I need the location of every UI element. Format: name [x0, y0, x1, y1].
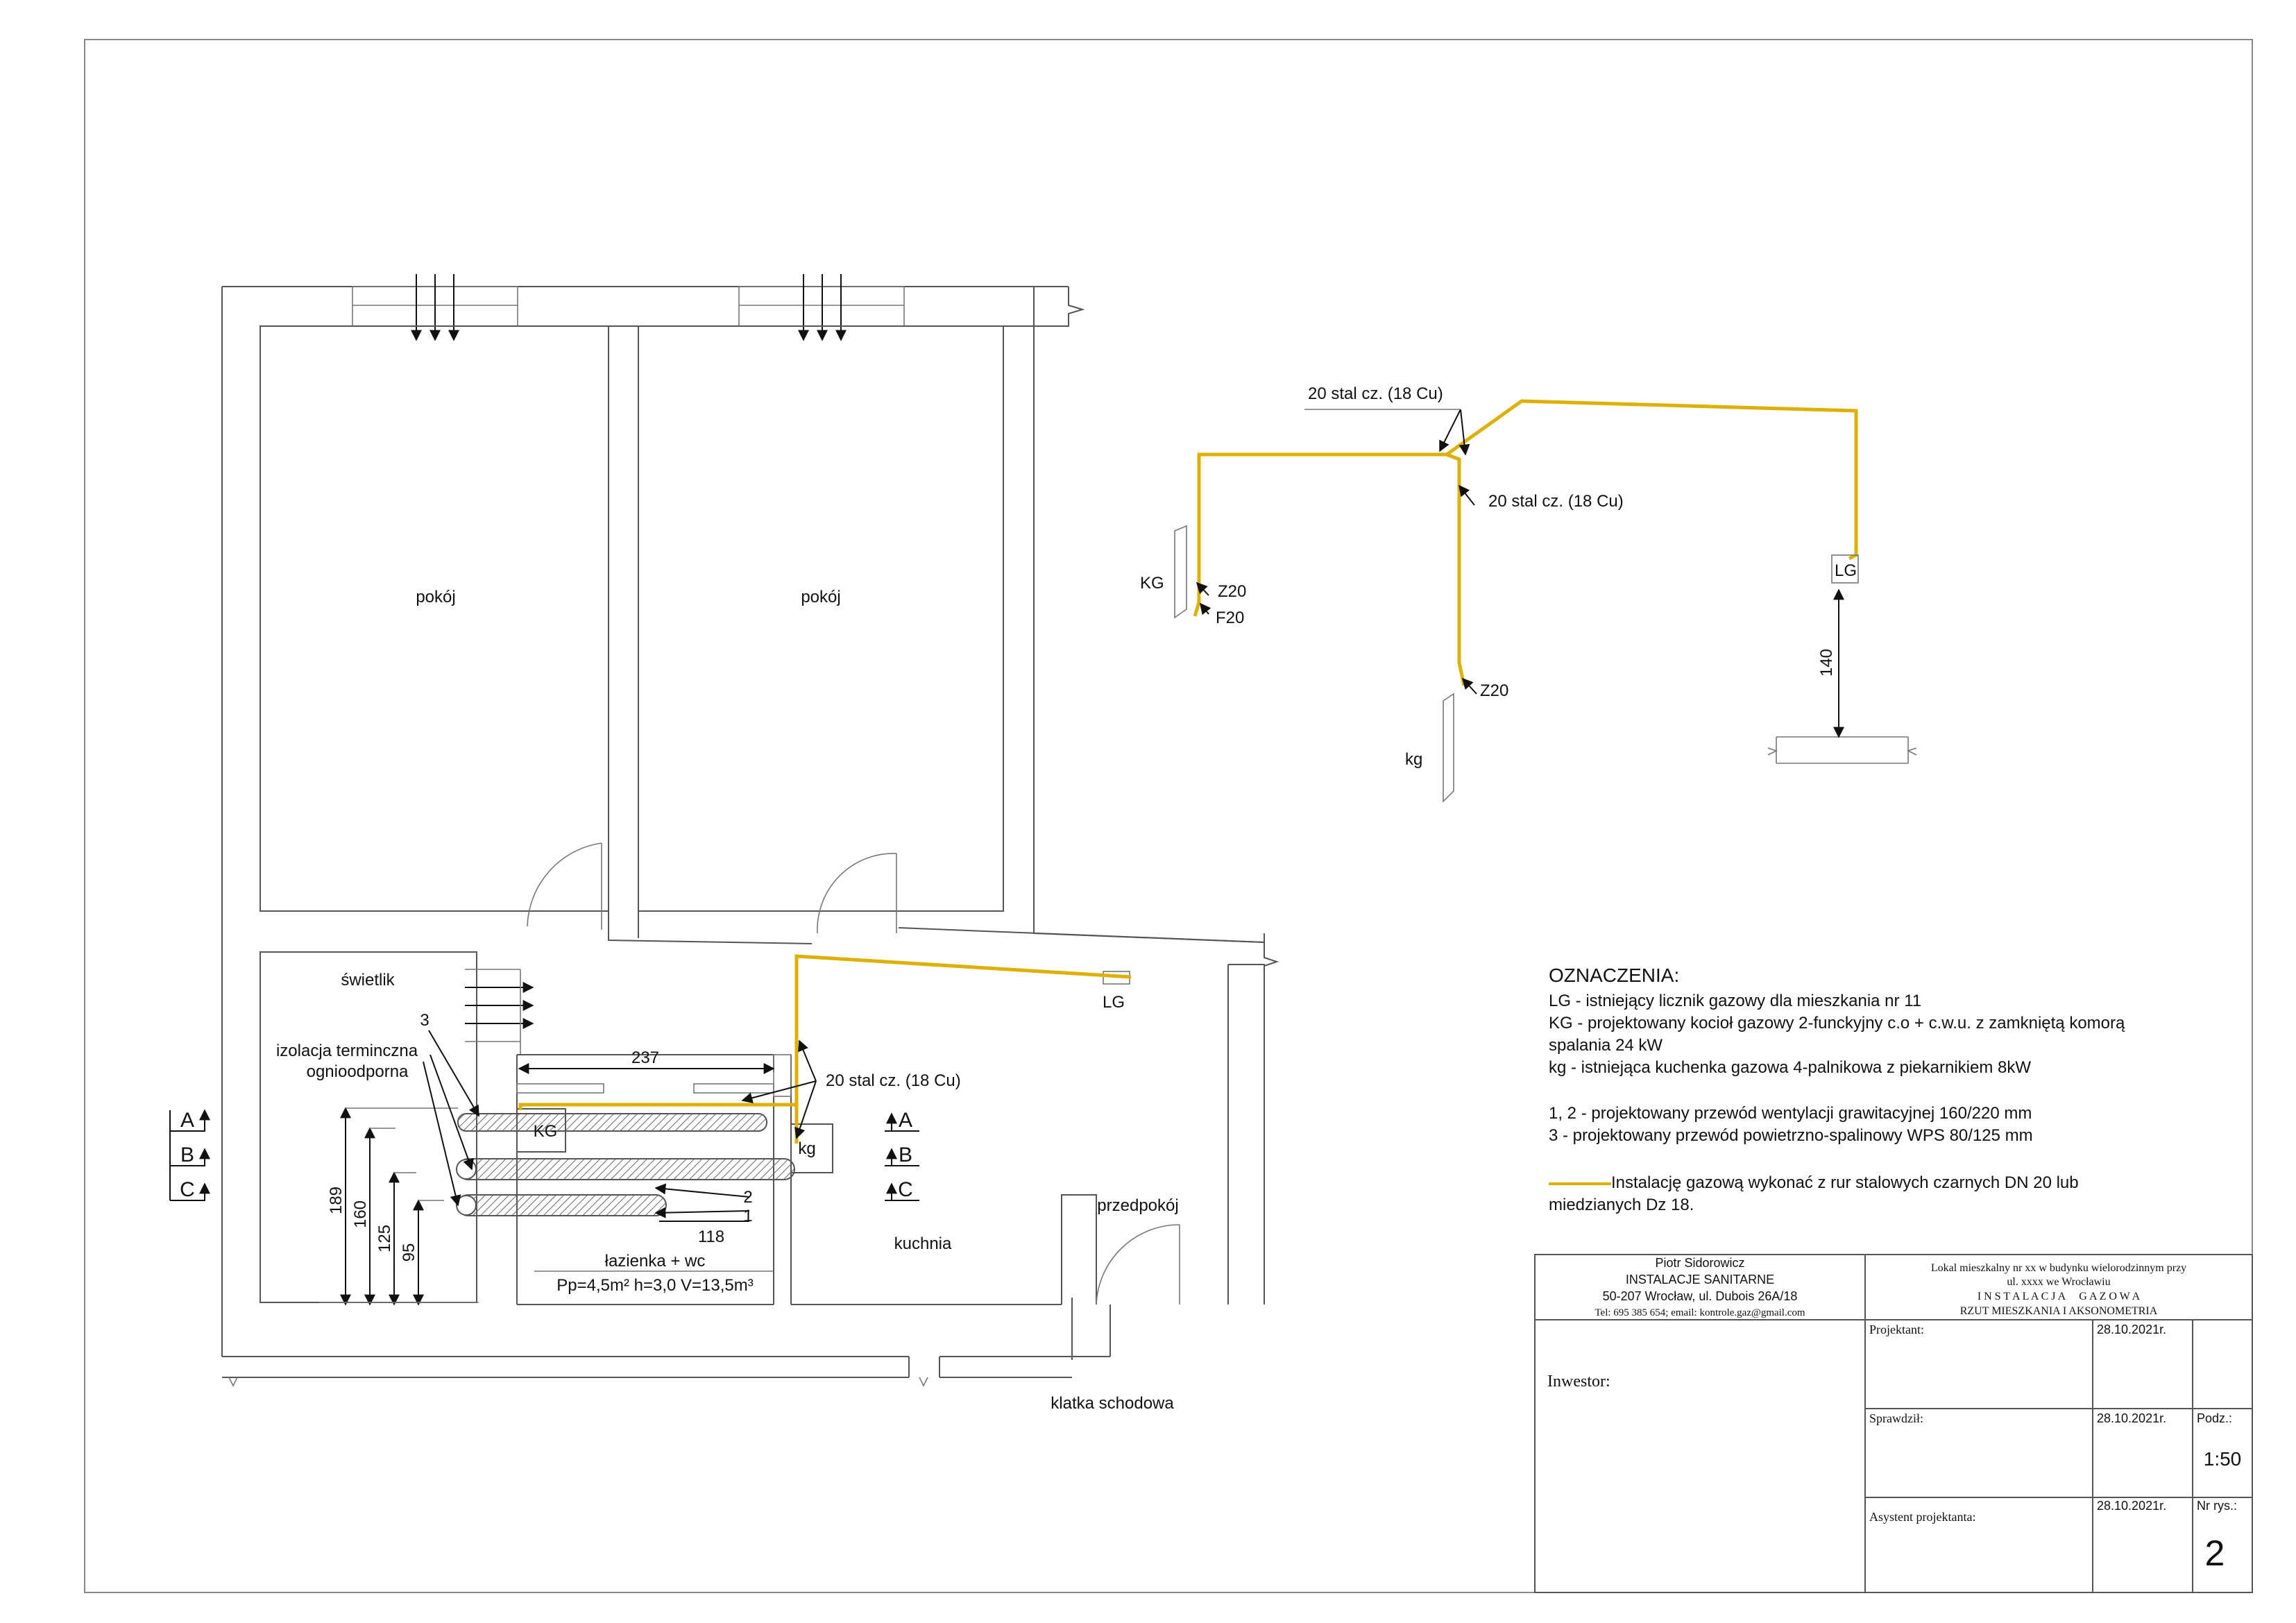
door-right	[817, 853, 897, 934]
room-label-lazienka: łazienka + wc	[605, 1252, 706, 1271]
legend: OZNACZENIA: LG - istniejący licznik gazo…	[1549, 965, 2125, 1214]
legend-line-5: 1, 2 - projektowany przewód wentylacji g…	[1549, 1104, 2032, 1123]
room-label-pokoj-left: pokój	[416, 588, 455, 606]
tb-date-designer: 28.10.2021r.	[2097, 1323, 2166, 1336]
floor-symbol	[1767, 736, 1917, 764]
outer-wall	[221, 286, 1111, 1378]
meter-lg-axo	[1831, 554, 1859, 584]
tb-company-contact: Tel: 695 385 654; email: kontrole.gaz@gm…	[1595, 1307, 1805, 1318]
drawing-frame	[84, 39, 2253, 1593]
room-label-przedpokoj: przedpokój	[1097, 1196, 1178, 1215]
room-label-pokoj-right: pokój	[801, 588, 840, 606]
tb-checked-label: Sprawdził:	[1869, 1411, 1923, 1425]
room-pokoj-left	[260, 325, 609, 912]
tb-drawing-type: I N S T A L A C J A G A Z O W A	[1978, 1291, 2141, 1302]
boiler-kg-plan	[516, 1108, 566, 1153]
door-przedpokoj	[1096, 1224, 1180, 1305]
room-label-klatka: klatka schodowa	[1051, 1394, 1174, 1413]
room-swietlik	[260, 951, 477, 1303]
legend-line-4: kg - istniejąca kuchenka gazowa 4-palnik…	[1549, 1058, 2031, 1077]
top-wall-inner	[260, 287, 1085, 327]
legend-gas-line-1: Instalację gazową wykonać z rur stalowyc…	[1611, 1173, 2079, 1192]
dim-label-237: 237	[631, 1048, 659, 1067]
plan-label-insulation-2: ognioodporna	[307, 1062, 409, 1081]
axo-label-lg: LG	[1835, 561, 1857, 580]
plan-label-insulation-1: izolacja terminczna	[276, 1042, 418, 1060]
axonometric-view: 20 stal cz. (18 Cu) 20 stal cz. (18 Cu) …	[1140, 384, 1917, 803]
tb-object-line-1: Lokal mieszkalny nr xx w budynku wieloro…	[1931, 1262, 2186, 1274]
plan-label-pipe: 20 stal cz. (18 Cu)	[826, 1071, 961, 1090]
legend-line-6: 3 - projektowany przewód powietrzno-spal…	[1549, 1126, 2033, 1145]
vent-ducts	[456, 1113, 795, 1216]
dim-label-95: 95	[400, 1243, 418, 1262]
title-block: Piotr Sidorowicz INSTALACJE SANITARNE 50…	[1534, 1254, 2253, 1593]
door-left	[527, 842, 602, 930]
dim-label-125: 125	[375, 1225, 394, 1252]
tb-drawing-title: RZUT MIESZKANIA I AKSONOMETRIA	[1960, 1305, 2158, 1317]
axo-label-z20-boiler: Z20	[1218, 582, 1246, 601]
tb-date-assistant: 28.10.2021r.	[2097, 1499, 2166, 1513]
floor-plan: pokój pokój świetlik łazienka + wc Pp=4,…	[169, 274, 1279, 1413]
cooker-kg-plan	[790, 1123, 833, 1173]
tb-object-line-2: ul. xxxx we Wrocławiu	[2007, 1276, 2110, 1288]
tb-scale-value: 1:50	[2204, 1448, 2242, 1470]
room-label-lazienka-params: Pp=4,5m² h=3,0 V=13,5m³	[556, 1276, 754, 1295]
section-markers-left	[169, 1109, 210, 1201]
cooker-kg-axo	[1443, 692, 1454, 803]
dim-label-118: 118	[698, 1227, 724, 1246]
tb-date-checked: 28.10.2021r.	[2097, 1411, 2166, 1425]
plan-label-3: 3	[420, 1011, 429, 1030]
gas-pipe-axonometric	[1193, 399, 1858, 617]
tb-drawing-no-label: Nr rys.:	[2197, 1499, 2237, 1513]
legend-line-1: LG - istniejący licznik gazowy dla miesz…	[1549, 992, 1921, 1010]
section-c-right: C	[898, 1178, 913, 1201]
plan-label-2: 2	[743, 1188, 752, 1207]
legend-line-2: KG - projektowany kocioł gazowy 2-funcky…	[1549, 1014, 2125, 1033]
tb-designer-label: Projektant:	[1869, 1323, 1924, 1336]
tb-company-address: 50-207 Wrocław, ul. Dubois 26A/18	[1603, 1289, 1798, 1303]
leader-lines	[423, 1030, 817, 1272]
plan-label-kg-boiler: KG	[534, 1122, 558, 1141]
plan-label-kg-cooker: kg	[798, 1139, 815, 1158]
tb-assistant-label: Asystent projektanta:	[1869, 1510, 1975, 1524]
axo-label-z20-cooker: Z20	[1480, 681, 1508, 700]
boiler-kg-axo	[1174, 525, 1187, 619]
section-c-left: C	[180, 1178, 195, 1201]
section-markers-right	[885, 1114, 919, 1201]
tb-investor-label: Inwestor:	[1547, 1373, 1610, 1391]
axo-label-kg-cooker: kg	[1405, 750, 1422, 769]
axo-label-pipe-top: 20 stal cz. (18 Cu)	[1308, 384, 1443, 403]
room-label-kuchnia: kuchnia	[894, 1234, 952, 1253]
legend-title: OZNACZENIA:	[1549, 965, 1679, 986]
tb-company-type: INSTALACJE SANITARNE	[1626, 1273, 1774, 1286]
section-a-left: A	[180, 1109, 194, 1132]
tb-scale-label: Podz.:	[2197, 1411, 2232, 1425]
legend-gas-line-2: miedzianych Dz 18.	[1549, 1196, 1694, 1214]
section-b-right: B	[899, 1144, 912, 1166]
tb-company-name: Piotr Sidorowicz	[1655, 1256, 1744, 1270]
plan-label-lg: LG	[1103, 993, 1125, 1012]
axo-label-pipe-mid: 20 stal cz. (18 Cu)	[1488, 492, 1624, 511]
axo-label-140: 140	[1817, 649, 1836, 677]
section-b-left: B	[180, 1144, 194, 1166]
room-label-swietlik: świetlik	[341, 971, 395, 989]
dim-label-189: 189	[327, 1187, 346, 1214]
axo-label-f20: F20	[1216, 609, 1244, 627]
shaft-vent-arrows	[465, 969, 534, 1055]
section-a-right: A	[899, 1109, 912, 1132]
window-vent-arrows	[411, 274, 847, 341]
height-dimensions	[319, 1107, 479, 1306]
room-pokoj-right	[638, 325, 1004, 912]
tb-drawing-no: 2	[2205, 1533, 2225, 1574]
plan-label-1: 1	[743, 1207, 752, 1225]
dim-label-160: 160	[351, 1200, 370, 1228]
axo-label-kg-boiler: KG	[1140, 574, 1164, 593]
legend-line-3: spalania 24 kW	[1549, 1036, 1663, 1055]
